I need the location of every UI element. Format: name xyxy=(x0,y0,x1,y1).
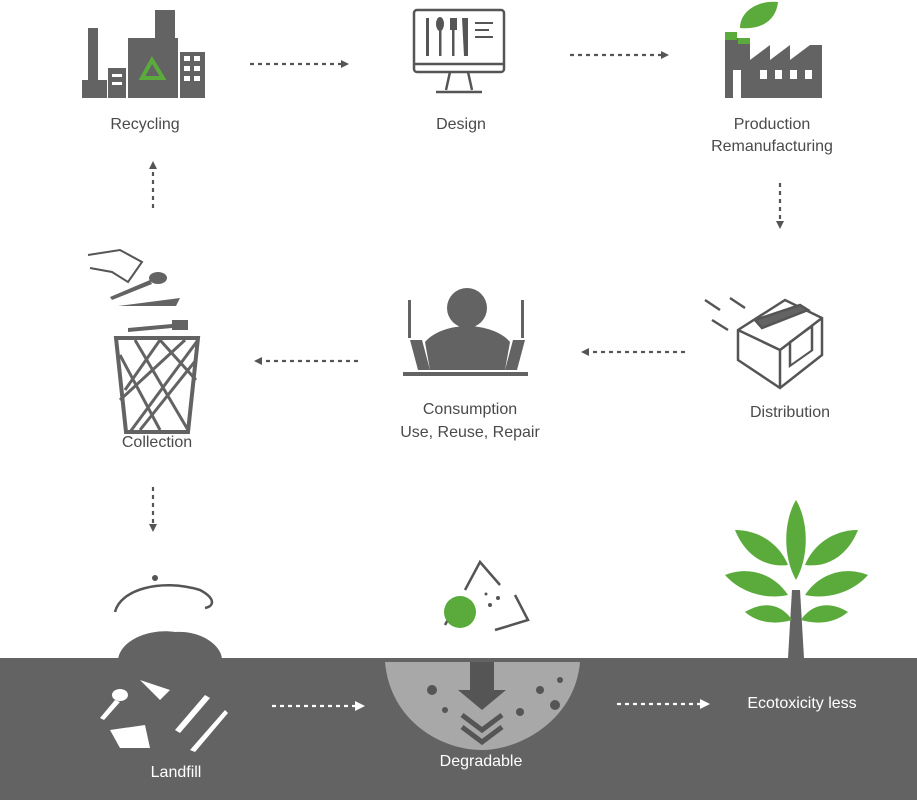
label-consumption: Consumption xyxy=(422,401,518,418)
box-icon xyxy=(704,296,824,390)
label-degradable: Degradable xyxy=(439,753,523,770)
label-design: Design xyxy=(436,116,486,133)
landfill-icon xyxy=(100,575,228,752)
label-collection: Collection xyxy=(121,434,193,451)
label-remanufacturing: Remanufacturing xyxy=(711,138,833,155)
factory-leaf-icon xyxy=(725,1,822,98)
label-distribution: Distribution xyxy=(749,404,831,421)
recycling-factory-icon xyxy=(82,10,205,98)
waste-basket-icon xyxy=(87,248,201,434)
label-ecotoxicity-less: Ecotoxicity less xyxy=(747,695,857,712)
degradation-icon xyxy=(385,559,580,750)
label-use-reuse-repair: Use, Reuse, Repair xyxy=(400,424,540,441)
label-landfill: Landfill xyxy=(150,764,202,781)
label-production: Production xyxy=(733,116,811,133)
tree-icon xyxy=(725,500,868,658)
label-recycling: Recycling xyxy=(110,116,180,133)
person-eating-icon xyxy=(403,288,528,376)
monitor-cutlery-icon xyxy=(412,8,506,94)
